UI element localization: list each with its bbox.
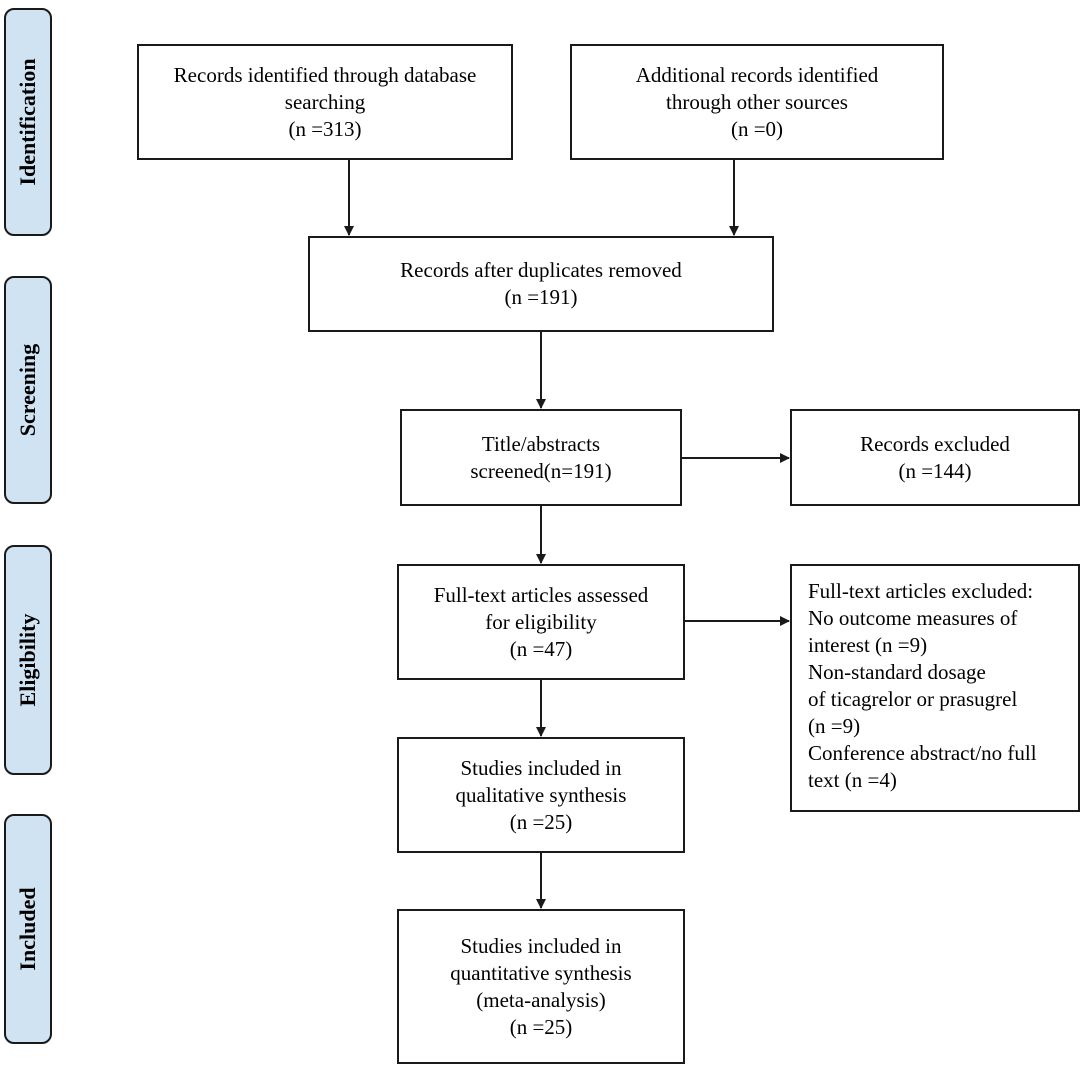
line: Studies included in <box>460 933 622 958</box>
line: (n =9) <box>808 714 861 738</box>
count: (n =47) <box>509 636 573 661</box>
line: interest (n =9) <box>808 633 928 657</box>
box-quantitative-synthesis: Studies included in quantitative synthes… <box>397 909 685 1064</box>
line: Full-text articles excluded: <box>808 579 1034 603</box>
line: (meta-analysis) <box>476 987 606 1012</box>
line: Title/abstracts <box>481 431 601 456</box>
count: (n =191) <box>504 285 578 309</box>
box-qualitative-synthesis: Studies included in qualitative synthesi… <box>397 737 685 853</box>
line: of ticagrelor or prasugrel <box>808 687 1018 711</box>
count: (n =313) <box>288 116 362 141</box>
stage-included: Included <box>4 814 52 1044</box>
line: No outcome measures of <box>808 606 1018 630</box>
stage-eligibility: Eligibility <box>4 545 52 775</box>
line: through other sources <box>666 89 848 114</box>
box-database-records: Records identified through database sear… <box>137 44 513 160</box>
line: Studies included in <box>460 755 622 780</box>
box-records-excluded: Records excluded (n =144) <box>790 409 1080 506</box>
line: Additional records identified <box>635 62 879 87</box>
box-other-sources: Additional records identified through ot… <box>570 44 944 160</box>
count: (n =25) <box>509 1014 573 1039</box>
line: Full-text articles assessed <box>433 582 649 607</box>
line: qualitative synthesis <box>455 782 627 807</box>
line: searching <box>284 89 366 114</box>
line: screened(n=191) <box>470 458 612 483</box>
line: Records identified through database <box>173 62 477 87</box>
stage-identification: Identification <box>4 8 52 236</box>
line: for eligibility <box>485 609 597 634</box>
line: Non-standard dosage <box>808 660 986 684</box>
box-fulltext-excluded: Full-text articles excluded: No outcome … <box>790 564 1080 812</box>
line: quantitative synthesis <box>450 960 632 985</box>
count: (n =0) <box>730 116 784 141</box>
stage-screening: Screening <box>4 276 52 504</box>
box-fulltext-assessed: Full-text articles assessed for eligibil… <box>397 564 685 680</box>
box-title-abstracts-screened: Title/abstracts screened(n=191) <box>400 409 682 506</box>
count: (n =25) <box>509 809 573 834</box>
line: Conference abstract/no full <box>808 741 1037 765</box>
line: Records after duplicates removed <box>400 258 682 282</box>
box-duplicates-removed: Records after duplicates removed (n =191… <box>308 236 774 332</box>
count: (n =144) <box>898 458 972 483</box>
line: Records excluded <box>860 431 1010 456</box>
line: text (n =4) <box>808 768 897 792</box>
